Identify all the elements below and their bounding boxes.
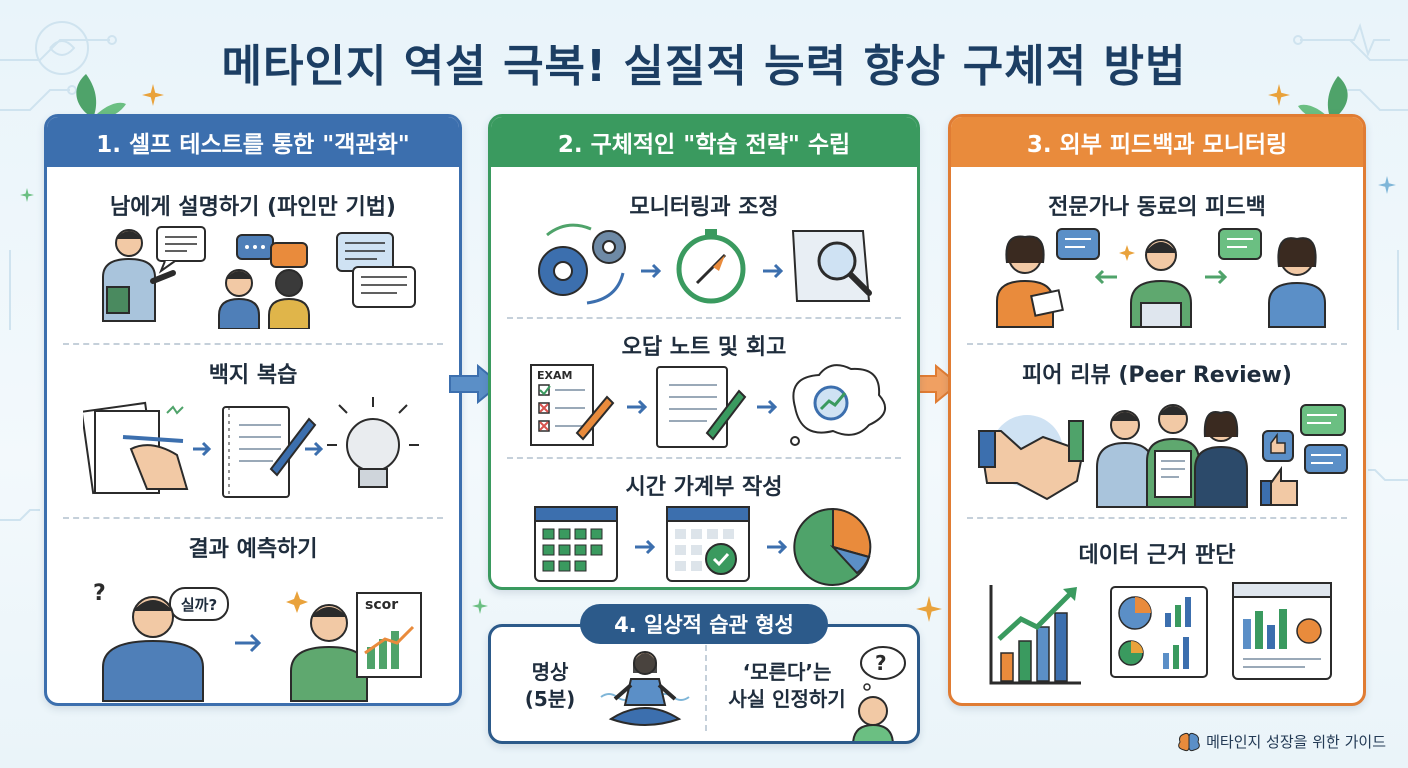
wrong-note-illustration [530,364,887,448]
divider [705,645,707,731]
section-title: 백지 복습 [208,363,298,388]
divider [63,517,443,519]
meditation-label: 명상 (5분) [524,660,576,711]
section-blank-review: 백지 복습 [47,357,459,389]
section-title: 결과 예측하기 [188,537,318,562]
result-predict-illustration [102,591,422,702]
section-wrong-note: 오답 노트 및 회고 [491,329,917,361]
section-title: 데이터 근거 판단 [1078,543,1236,568]
exam-label: EXAM [537,369,573,382]
sparkle-icon [916,596,942,622]
section-time-ledger: 시간 가계부 작성 [491,469,917,501]
section-data-judgement: 데이터 근거 판단 [951,537,1363,569]
explaining-people-illustration [102,226,416,329]
section-monitoring: 모니터링과 조정 [491,189,917,221]
score-label: scor [365,597,399,613]
page-title: 메타인지 역설 극복! 실질적 능력 향상 구체적 방법 [221,41,1187,92]
section-title: 모니터링과 조정 [629,195,779,220]
sparkle-icon [142,84,164,106]
panel-header-daily-habit: 4. 일상적 습관 형성 [580,604,828,644]
panel-self-test: 1. 셀프 테스트를 통한 "객관화" 남에게 설명하기 (파인만 기법) 백지… [44,114,462,706]
feedback-people-illustration [996,228,1326,328]
panel-external-feedback: 3. 외부 피드백과 모니터링 전문가나 동료의 피드백 피어 리뷰 (Peer… [948,114,1366,706]
footer: 메타인지 성장을 위한 가이드 [1178,731,1386,752]
sparkle-icon [1268,84,1290,106]
section-predict: 결과 예측하기 [47,531,459,563]
sparkle-icon [472,598,488,614]
divider [967,343,1347,345]
panel-learning-strategy: 2. 구체적인 "학습 전략" 수립 모니터링과 조정 오답 노트 및 회고 E… [488,114,920,590]
blank-review-illustration [83,397,419,498]
panel-daily-habit: 명상 (5분) ‘모른다’는 사실 인정하기 ? [488,624,920,744]
section-title: 남에게 설명하기 (파인만 기법) [110,195,396,220]
section-explain: 남에게 설명하기 (파인만 기법) [47,189,459,221]
section-title: 전문가나 동료의 피드백 [1048,195,1266,220]
footer-text: 메타인지 성장을 위한 가이드 [1206,733,1386,751]
panel-header-self-test: 1. 셀프 테스트를 통한 "객관화" [47,117,459,167]
section-title: 피어 리뷰 (Peer Review) [1022,363,1292,388]
monitoring-illustration [538,223,872,305]
divider [507,457,901,459]
section-peer-feedback: 전문가나 동료의 피드백 [951,189,1363,221]
meditation-illustration [600,651,690,726]
brain-icon [1178,732,1200,751]
question-mark: ? [875,651,887,675]
divider [63,343,443,345]
section-title: 시간 가계부 작성 [625,475,783,500]
panel-header-external-feedback: 3. 외부 피드백과 모니터링 [951,117,1363,167]
sparkle-icon [20,188,34,202]
data-charts-illustration [989,582,1332,685]
question-mark: ? [93,581,106,606]
sparkle-icon [1378,176,1396,194]
divider [507,317,901,319]
admit-label: ‘모른다’는 사실 인정하기 [728,660,846,711]
speech-bubble: 실까? [169,587,229,621]
divider [967,517,1347,519]
section-peer-review: 피어 리뷰 (Peer Review) [951,357,1363,389]
leaves-left-icon [76,74,126,119]
section-title: 오답 노트 및 회고 [621,335,787,360]
panel-header-learning-strategy: 2. 구체적인 "학습 전략" 수립 [491,117,917,167]
time-ledger-illustration [534,506,872,586]
thinking-person-illustration [852,646,906,741]
peer-review-illustration [977,404,1348,508]
